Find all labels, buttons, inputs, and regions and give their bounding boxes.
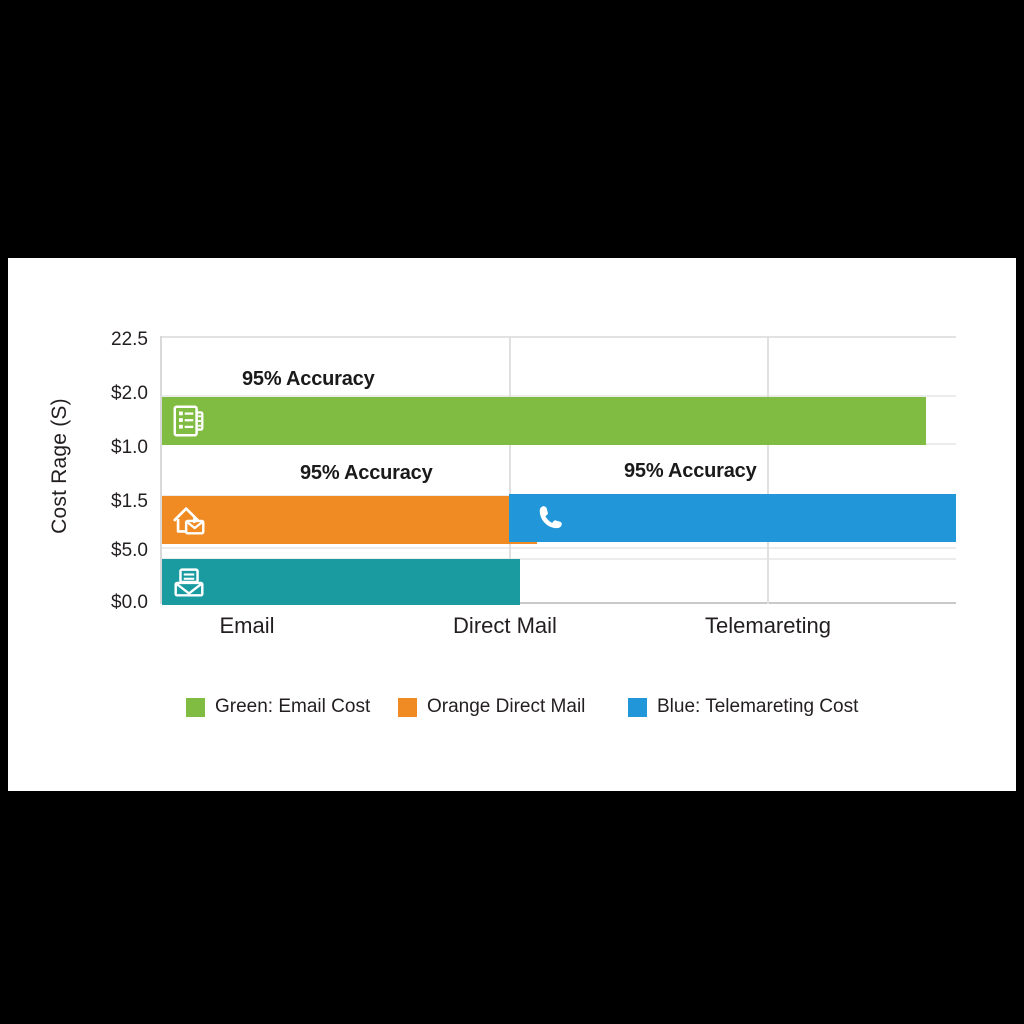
legend-label-telemarketing: Blue: Telemareting Cost <box>657 696 859 717</box>
house-envelope-icon <box>170 501 208 539</box>
chart-card: Cost Rage (S) 22.5 $2.0 $1.0 $1.5 $5.0 $… <box>8 258 1016 791</box>
legend-swatch-orange <box>398 697 417 717</box>
h-gridline-4 <box>162 547 956 549</box>
bar-email[interactable] <box>162 559 520 605</box>
x-tick-label-email: Email <box>219 613 275 638</box>
chart-legend: Green: Email Cost Orange Direct Mail Blu… <box>160 696 956 726</box>
y-axis-tick-labels: 22.5 $2.0 $1.0 $1.5 $5.0 $0.0 <box>84 258 148 791</box>
phone-handset-icon <box>531 499 569 537</box>
legend-item-direct-mail[interactable]: Orange Direct Mail <box>398 696 585 718</box>
v-gridline-2 <box>767 336 769 604</box>
plot-top-border <box>162 336 956 338</box>
legend-item-telemarketing[interactable]: Blue: Telemareting Cost <box>628 696 858 718</box>
x-tick-label-telemarketing: Telemareting <box>705 613 831 638</box>
y-tick-label-1: $2.0 <box>111 383 148 404</box>
y-tick-label-5: $0.0 <box>111 592 148 613</box>
h-gridline-1 <box>162 395 956 397</box>
y-tick-label-3: $1.5 <box>111 491 148 512</box>
bar-direct-mail[interactable] <box>162 496 537 544</box>
data-label-email-newsletter: 95% Accuracy <box>242 368 375 390</box>
x-tick-label-direct-mail: Direct Mail <box>453 613 557 638</box>
legend-item-email-cost[interactable]: Green: Email Cost <box>186 696 370 718</box>
legend-label-email-cost: Green: Email Cost <box>215 696 371 717</box>
y-axis-title: Cost Rage (S) <box>48 398 71 534</box>
y-tick-label-2: $1.0 <box>111 437 148 458</box>
bar-email-newsletter[interactable] <box>162 397 926 445</box>
envelope-document-icon <box>170 563 208 601</box>
y-tick-label-0: 22.5 <box>111 329 148 350</box>
plot-bottom-border <box>162 602 956 604</box>
bar-telemarketing[interactable] <box>509 494 956 542</box>
data-label-telemarketing: 95% Accuracy <box>624 460 757 482</box>
v-gridline-1 <box>509 336 511 604</box>
legend-swatch-green <box>186 697 205 717</box>
newsletter-list-icon <box>170 402 208 440</box>
plot-area: 95% Accuracy 95% Accuracy 95% Accuracy <box>160 336 956 605</box>
h-gridline-5 <box>162 558 956 560</box>
y-tick-label-4: $5.0 <box>111 540 148 561</box>
x-axis-tick-labels: Email Direct Mail Telemareting <box>160 613 956 653</box>
legend-swatch-blue <box>628 697 647 717</box>
data-label-direct-mail: 95% Accuracy <box>300 462 433 484</box>
legend-label-direct-mail: Orange Direct Mail <box>427 696 586 717</box>
